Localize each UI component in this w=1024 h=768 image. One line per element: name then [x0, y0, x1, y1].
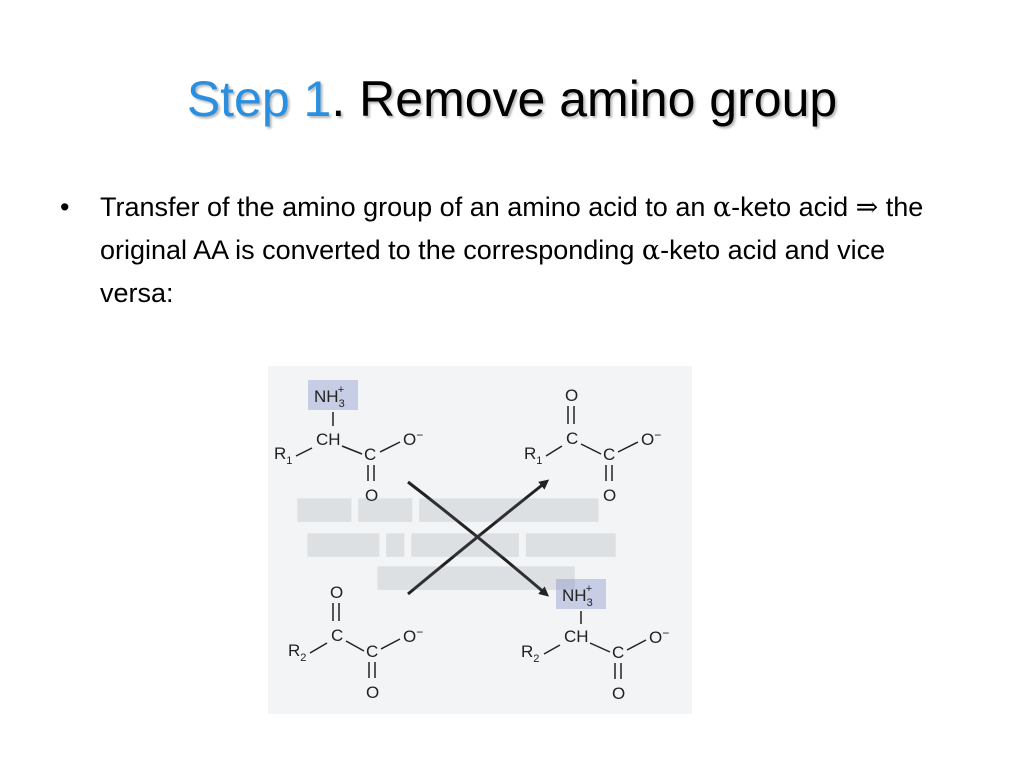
keto-c-1: C: [566, 429, 578, 448]
keto-c-2: C: [331, 626, 343, 645]
nh3-highlight-2: [556, 579, 606, 609]
nh3-highlight-1: [308, 380, 358, 410]
figure-background-texture: ▇▇▇ ▇▇▇ ▇▇▇▇▇▇▇▇▇▇ ▇▇▇▇ ▇ ▇▇▇▇▇▇ ▇▇▇▇▇ ▇…: [298, 496, 617, 589]
carboxyl-c-4: C: [612, 643, 624, 662]
bullet-marker: •: [60, 192, 70, 222]
r2-label-2: R2: [521, 642, 539, 665]
nh3-label-2: NH3+: [562, 583, 593, 609]
ch-label-1: CH: [316, 430, 341, 449]
carboxylate-o-2: O−: [641, 428, 661, 449]
page-title: Step 1. Remove amino group: [0, 68, 1024, 130]
carbonyl-o-4: O: [612, 684, 625, 703]
carboxyl-c-3: C: [366, 642, 378, 661]
reaction-arrow-2: [407, 479, 550, 596]
keto-o-top-2: O: [330, 583, 343, 602]
bullet-text-1: Transfer of the amino group of an amino …: [100, 192, 713, 222]
bullet-list: • Transfer of the amino group of an amin…: [60, 186, 940, 314]
r2-label-1: R2: [288, 641, 306, 664]
r1-label-1: R1: [274, 444, 292, 467]
nh3-label-1: NH3+: [314, 384, 345, 410]
title-rest: . Remove amino group: [331, 71, 838, 127]
alpha-symbol-2: α: [641, 235, 661, 266]
carboxylate-o-1: O−: [403, 428, 423, 449]
implies-arrow-icon: ⇒: [855, 192, 879, 223]
ch-label-2: CH: [564, 627, 589, 646]
carboxylate-o-4: O−: [649, 626, 669, 647]
alpha-symbol-1: α: [712, 192, 732, 223]
bullet-text-2: -keto acid: [731, 192, 856, 222]
bullet-text-4: -keto acid and vice versa:: [100, 235, 886, 308]
reaction-scheme: NH3+ CH R1 C O− O O C R1 C O− O: [274, 380, 669, 703]
carbonyl-o-2: O: [603, 486, 616, 505]
title-step: Step 1: [186, 71, 332, 127]
carboxyl-c-1: C: [364, 445, 376, 464]
carboxyl-c-2: C: [603, 445, 615, 464]
r1-label-2: R1: [524, 444, 542, 467]
keto-o-top-1: O: [565, 386, 578, 405]
carboxylate-o-3: O−: [403, 625, 423, 646]
carbonyl-o-3: O: [366, 683, 379, 702]
bullet-item: • Transfer of the amino group of an amin…: [60, 186, 940, 314]
bullet-text-3: the original AA is converted to the corr…: [100, 192, 924, 265]
carbonyl-o-1: O: [365, 486, 378, 505]
transamination-figure: ▇▇▇ ▇▇▇ ▇▇▇▇▇▇▇▇▇▇ ▇▇▇▇ ▇ ▇▇▇▇▇▇ ▇▇▇▇▇ ▇…: [268, 366, 692, 714]
